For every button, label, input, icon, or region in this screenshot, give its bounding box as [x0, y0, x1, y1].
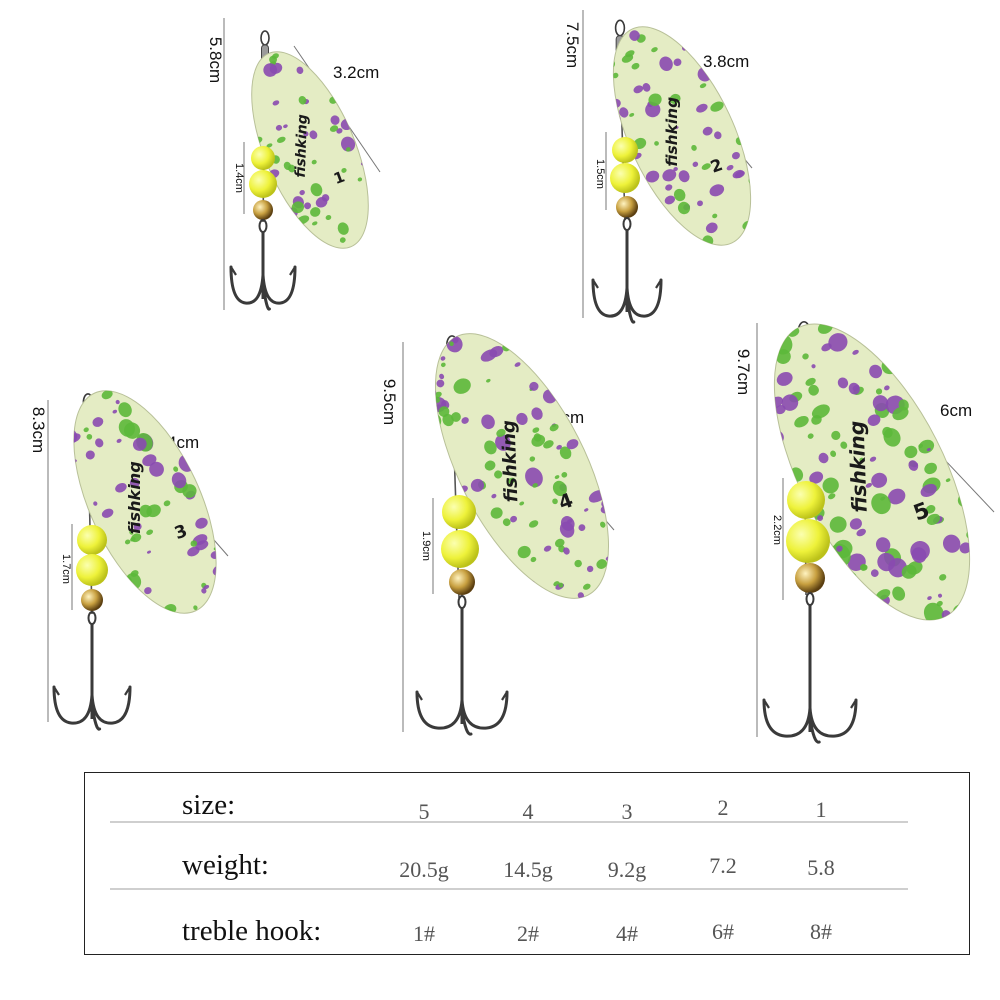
hook-barb — [763, 699, 857, 709]
weight-value: 9.2g — [607, 857, 647, 882]
blade-brand-text: fishking — [293, 114, 311, 178]
swivel-ring — [260, 30, 270, 46]
bead-length-label: 2.2cm — [771, 515, 783, 545]
brass-bead — [253, 200, 273, 220]
hook-barb — [230, 266, 296, 276]
hook-eye — [622, 217, 632, 231]
yellow-bead — [441, 530, 479, 568]
blade-width-label: 3.8cm — [703, 52, 749, 71]
blade-brand-text: fishking — [663, 97, 681, 167]
size-value: 4 — [522, 799, 534, 824]
hook-value: 4# — [616, 921, 638, 946]
size-row: size: 5 4 3 2 1 — [85, 783, 969, 843]
bead-length-label: 1.5cm — [594, 159, 606, 189]
bead-length-label: 1.7cm — [60, 554, 72, 584]
length-label: 9.5cm — [380, 379, 399, 425]
weight-value: 20.5g — [399, 857, 449, 882]
brass-bead — [81, 589, 103, 611]
yellow-bead — [251, 146, 275, 170]
length-label: 8.3cm — [29, 407, 48, 453]
yellow-bead — [249, 170, 277, 198]
size-value: 2 — [717, 795, 729, 820]
blade-brand-text: fishking — [125, 461, 144, 534]
blade-width-label: 3.2cm — [333, 63, 379, 82]
length-label: 5.8cm — [206, 37, 225, 83]
length-label: 9.7cm — [734, 349, 753, 395]
size-value: 3 — [621, 799, 633, 824]
treble-hook — [415, 690, 509, 736]
hook-label: treble hook: — [182, 915, 322, 947]
hook-value: 8# — [810, 919, 832, 944]
hook-barb — [592, 279, 662, 289]
hook-barb — [416, 691, 508, 701]
treble-hook — [591, 278, 663, 324]
hook-value: 6# — [712, 919, 734, 944]
weight-value: 5.8 — [807, 855, 835, 880]
yellow-bead — [786, 519, 830, 563]
row-divider — [110, 821, 908, 823]
treble-hook — [762, 698, 858, 744]
size-value: 1 — [815, 797, 827, 822]
blade-brand-text: fishking — [845, 420, 872, 513]
treble-hook — [52, 685, 132, 731]
hook-row: treble hook: 1# 2# 4# 6# 8# — [85, 909, 969, 969]
yellow-bead — [77, 525, 107, 555]
bead-length-label: 1.9cm — [420, 531, 432, 561]
weight-value: 14.5g — [503, 857, 553, 882]
yellow-bead — [787, 481, 825, 519]
blade-brand-text: fishking — [498, 420, 522, 503]
row-divider — [110, 888, 908, 890]
yellow-bead — [76, 554, 108, 586]
blade-width-label: 6cm — [940, 401, 972, 420]
weight-value: 7.2 — [709, 853, 737, 878]
hook-value: 1# — [413, 921, 435, 946]
hook-eye — [457, 595, 467, 609]
size-label: size: — [182, 789, 236, 821]
length-label: 7.5cm — [563, 22, 582, 68]
swivel-ring — [614, 19, 626, 37]
brass-bead — [795, 563, 825, 593]
bead-length-label: 1.4cm — [233, 163, 245, 193]
yellow-bead — [610, 163, 640, 193]
hook-eye — [805, 592, 815, 606]
hook-value: 2# — [517, 921, 539, 946]
brass-bead — [616, 196, 638, 218]
brass-bead — [449, 569, 475, 595]
treble-hook — [229, 265, 297, 311]
weight-row: weight: 20.5g 14.5g 9.2g 7.2 5.8 — [85, 845, 969, 905]
yellow-bead — [442, 495, 476, 529]
blade-camo-pattern — [234, 53, 391, 243]
spec-table: size: 5 4 3 2 1 weight: 20.5g 14.5g 9.2g… — [84, 772, 970, 955]
yellow-bead — [612, 137, 638, 163]
hook-barb — [53, 686, 131, 696]
size-value: 5 — [418, 799, 430, 824]
weight-label: weight: — [182, 849, 269, 881]
